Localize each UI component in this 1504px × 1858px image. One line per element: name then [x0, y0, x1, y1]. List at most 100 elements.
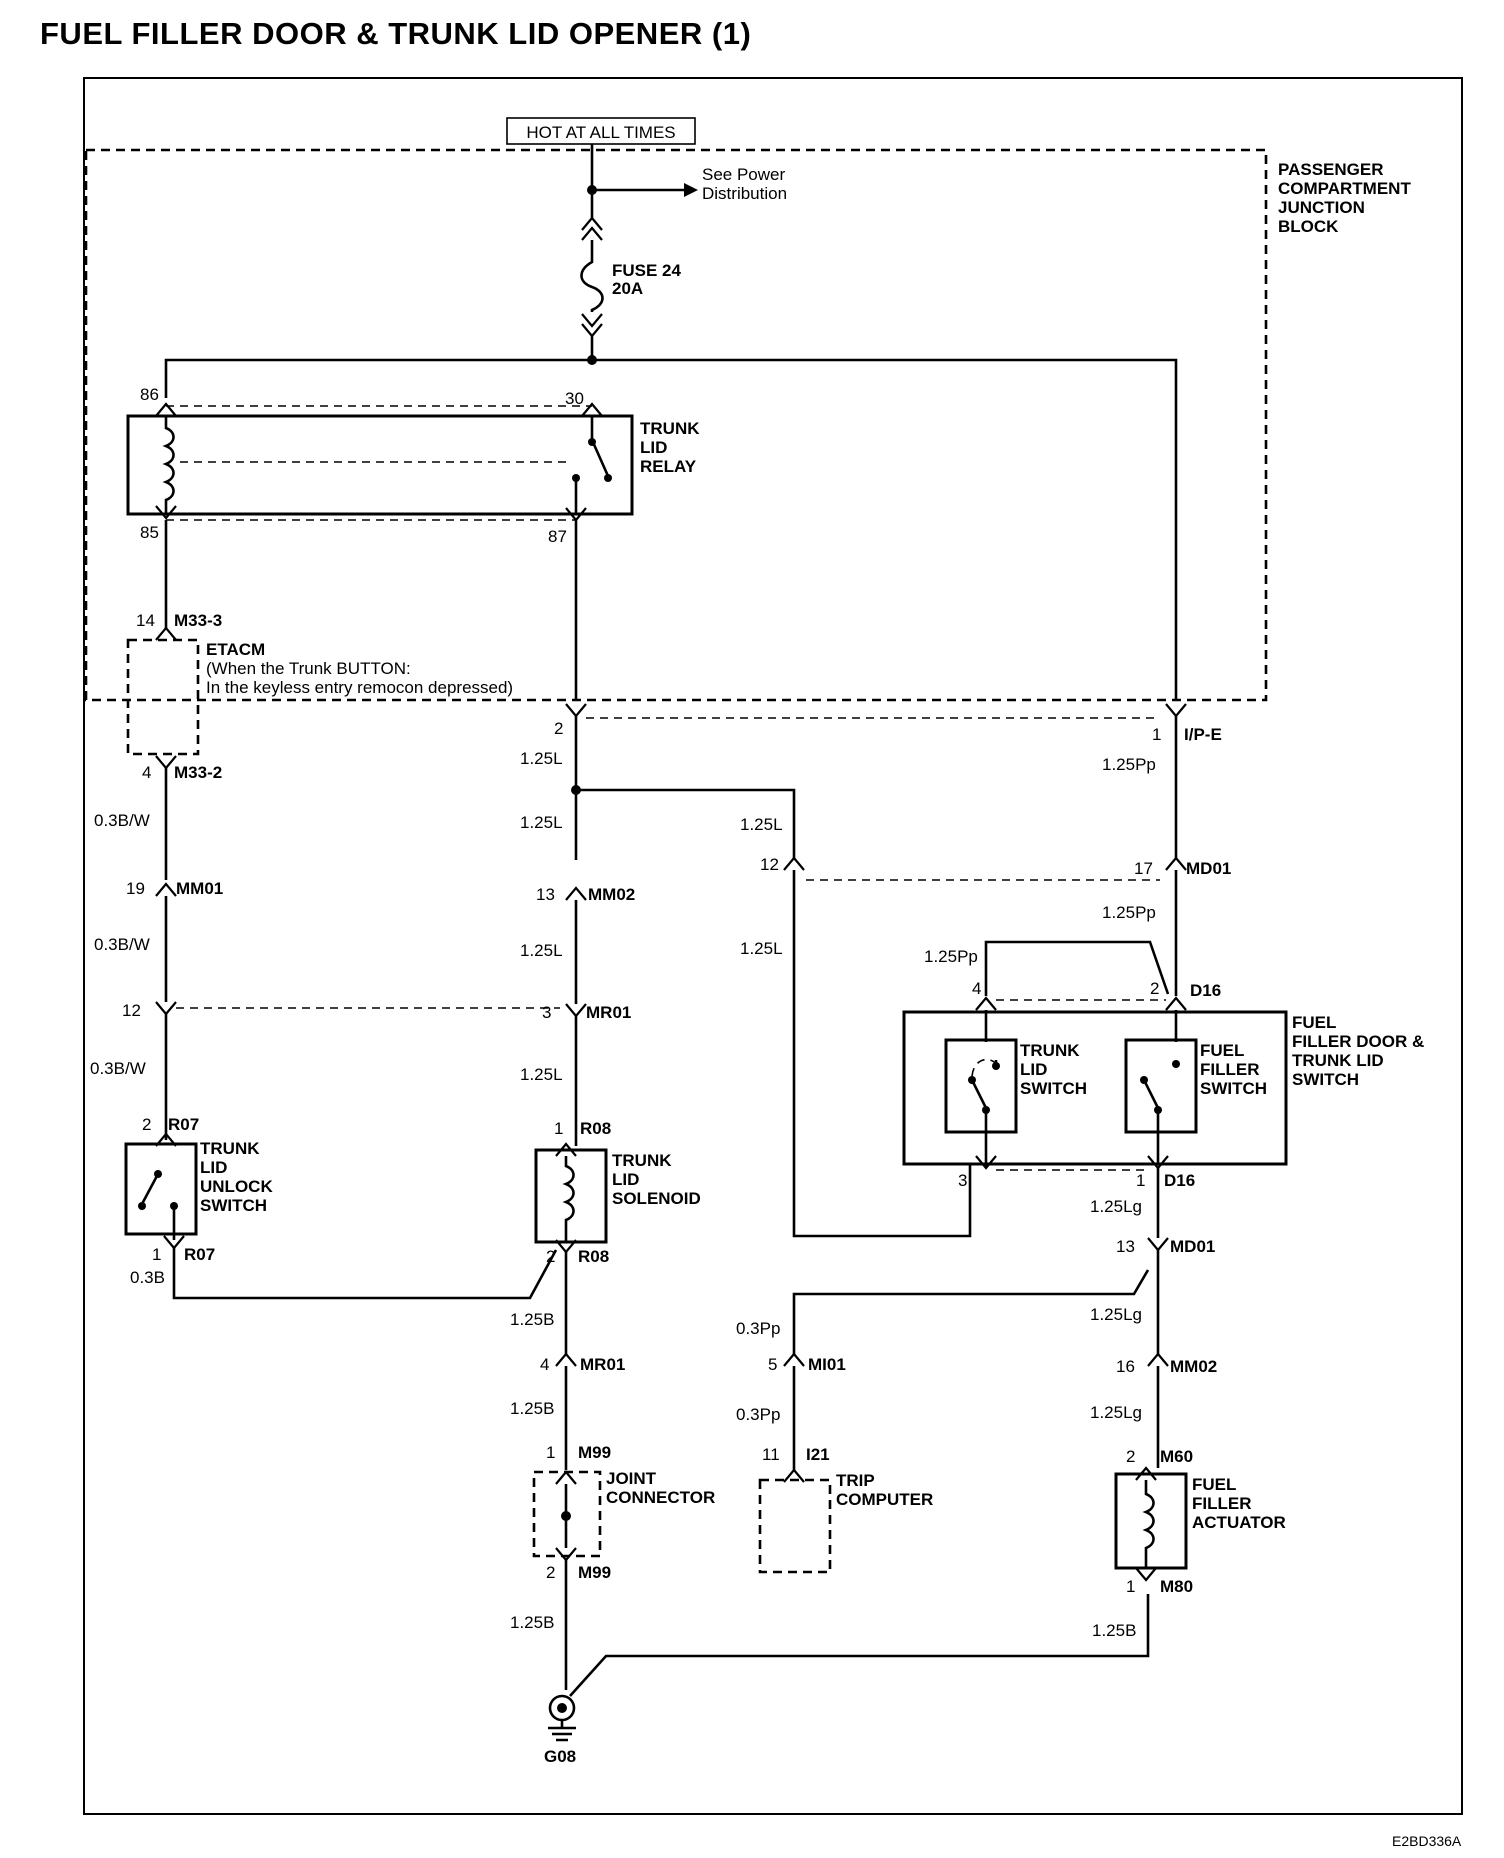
- hot-at-all-times-label: HOT AT ALL TIMES: [526, 123, 675, 142]
- center-c3-pin: 4: [540, 1355, 549, 1374]
- left-12-connector: [155, 1001, 177, 1016]
- center-wire-7-label: 1.25B: [510, 1613, 554, 1632]
- trip-label-1: TRIP: [836, 1471, 875, 1490]
- relay-pin-86: 86: [140, 385, 159, 404]
- fuse-rating: 20A: [612, 279, 643, 298]
- d16-pin2-connector: [1165, 996, 1187, 1011]
- relay-coil-bottom-connector: [155, 505, 177, 520]
- actuator-pin-bot: 1: [1126, 1577, 1135, 1596]
- joint-label-2: CONNECTOR: [606, 1488, 715, 1507]
- right-sw-conn-bot: D16: [1164, 1171, 1195, 1190]
- junction-block-label-3: JUNCTION: [1278, 198, 1365, 217]
- md01-lower-connector: [1147, 1237, 1169, 1252]
- trip-computer-box: [758, 1478, 832, 1574]
- relay-pin-30: 30: [565, 389, 584, 408]
- mid-wire-2: [792, 870, 972, 1238]
- right-wire-2-label: 1.25Pp: [1102, 903, 1156, 922]
- solenoid-label-2: LID: [612, 1170, 639, 1189]
- m99-top-connector: [555, 1470, 577, 1485]
- center-wire-5-label: 1.25B: [510, 1310, 554, 1329]
- unlock-switch-label-1: TRUNK: [200, 1139, 260, 1158]
- r07-top-connector: [155, 1132, 177, 1147]
- relay-pin-85: 85: [140, 523, 159, 542]
- trip-c-name: MI01: [808, 1355, 846, 1374]
- d16-pin4-connector: [975, 996, 997, 1011]
- right-sw-pin3: 3: [958, 1171, 967, 1190]
- md01-upper-connector: [1165, 856, 1187, 871]
- fuse-connector-top: [581, 216, 603, 241]
- right-c3-name: MM02: [1170, 1357, 1217, 1376]
- fuel-switch-label-3: SWITCH: [1200, 1079, 1267, 1098]
- relay-contact: [590, 416, 610, 477]
- actuator-coil: [1142, 1480, 1155, 1568]
- figure-id: E2BD336A: [1392, 1833, 1462, 1849]
- center-wire-3-label: 1.25L: [520, 941, 563, 960]
- left-sw-pin-bot: 1: [152, 1245, 161, 1264]
- junction-block-label-4: BLOCK: [1278, 217, 1339, 236]
- fuel-switch-label-2: FILLER: [1200, 1060, 1260, 1079]
- solenoid-pin-bot: 2: [546, 1247, 555, 1266]
- mr01-lower-connector: [555, 1352, 577, 1367]
- actuator-label-2: FILLER: [1192, 1494, 1252, 1513]
- joint-pin-top: 1: [546, 1443, 555, 1462]
- actuator-pin-top: 2: [1126, 1447, 1135, 1466]
- trip-c-pin: 5: [768, 1355, 777, 1374]
- junction-block-region: [84, 148, 1268, 702]
- switch-jumper-wire: [984, 940, 1170, 996]
- left-sw-conn-top: R07: [168, 1115, 199, 1134]
- jb-center-connector: [565, 703, 587, 718]
- joint-pin-bot: 2: [546, 1563, 555, 1582]
- trip-pin: 11: [762, 1445, 780, 1464]
- center-c3-name: MR01: [580, 1355, 625, 1374]
- right-wire-1-label: 1.25Pp: [1102, 755, 1156, 774]
- junction-block-label-2: COMPARTMENT: [1278, 179, 1411, 198]
- etacm-pin-bot: 4: [142, 763, 151, 782]
- mm02-center-connector: [565, 886, 587, 901]
- trip-conn: I21: [806, 1445, 830, 1464]
- etacm-label: ETACM: [206, 640, 265, 659]
- etacm-pin-top: 14: [136, 611, 155, 630]
- center-jb-pin: 2: [554, 719, 563, 738]
- fuel-switch-dot-c: [1172, 1060, 1180, 1068]
- right-wire-6-label: 1.25B: [1092, 1621, 1136, 1640]
- left-c1-pin: 19: [126, 879, 145, 898]
- fuel-filler-switch-box: [1124, 1038, 1198, 1134]
- assembly-label-3: TRUNK LID: [1292, 1051, 1384, 1070]
- trip-wire-2-label: 0.3Pp: [736, 1405, 780, 1424]
- trip-wire-1-label: 0.3Pp: [736, 1319, 780, 1338]
- etacm-note-2: In the keyless entry remocon depressed): [206, 678, 513, 697]
- m60-connector: [1135, 1466, 1157, 1481]
- center-c2-name: MR01: [586, 1003, 631, 1022]
- actuator-conn-bot: M80: [1160, 1577, 1193, 1596]
- ground-symbol: [548, 1720, 576, 1742]
- fuel-switch-dot-a: [1140, 1076, 1148, 1084]
- etacm-box: [126, 638, 200, 756]
- assembly-label-1: FUEL: [1292, 1013, 1336, 1032]
- solenoid-conn-top: R08: [580, 1119, 611, 1138]
- etacm-conn-top: M33-3: [174, 611, 222, 630]
- right-wire-3-label: 1.25Lg: [1090, 1197, 1142, 1216]
- solenoid-coil: [562, 1156, 575, 1242]
- center-wire-1-label: 1.25L: [520, 749, 563, 768]
- relay-coil: [162, 416, 175, 514]
- relay-contact-dot-a: [588, 438, 596, 446]
- left-sw-pin-top: 2: [142, 1115, 151, 1134]
- center-wire-2-label: 1.25L: [520, 813, 563, 832]
- diagram-frame: [83, 77, 1463, 1815]
- fuse-connector-bottom: [581, 313, 603, 338]
- ip-e-connector: [1165, 703, 1187, 718]
- assembly-label-4: SWITCH: [1292, 1070, 1359, 1089]
- trunk-switch-label-2: LID: [1020, 1060, 1047, 1079]
- right-c1-name: MD01: [1186, 859, 1231, 878]
- trunk-switch-label-3: SWITCH: [1020, 1079, 1087, 1098]
- mid-c-pin: 12: [760, 855, 779, 874]
- relay-contact-top-connector: [581, 402, 603, 417]
- trunk-switch-to-mid: [970, 1162, 988, 1168]
- m33-3-connector: [155, 626, 177, 641]
- trunk-lid-relay-box: [126, 414, 634, 516]
- relay-label-2: LID: [640, 438, 667, 457]
- left-wire-2-label: 0.3B/W: [94, 935, 150, 954]
- trunk-lid-solenoid-box: [534, 1148, 608, 1244]
- right-c2-pin: 13: [1116, 1237, 1135, 1256]
